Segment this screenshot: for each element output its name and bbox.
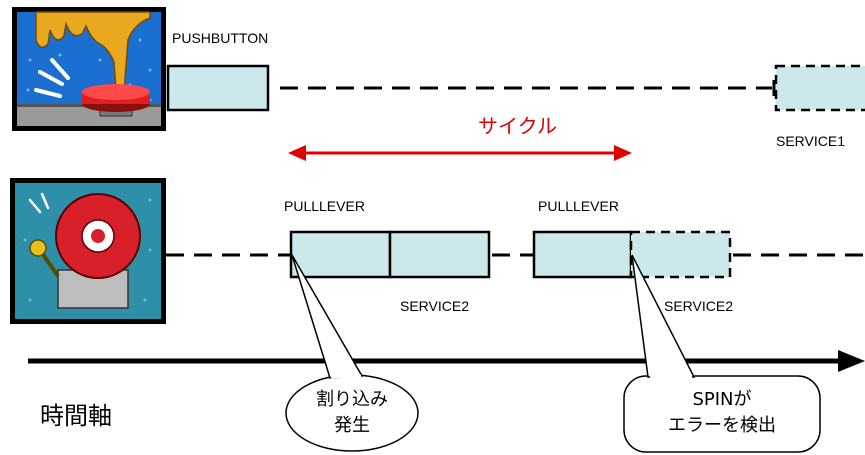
pulllever-label-1: PULLLEVER: [284, 198, 365, 214]
pulllever-label-2: PULLLEVER: [538, 198, 619, 214]
alarm-bell-icon: [10, 178, 166, 324]
service2-label-2: SERVICE2: [664, 298, 733, 314]
callout-spin-error: [623, 254, 821, 453]
service1-block: [774, 64, 865, 112]
pushbutton-timeline: [166, 64, 865, 112]
callout-interrupt-line-2: 発生: [334, 415, 370, 436]
cycle-arrow: [288, 145, 632, 161]
cycle-label: サイクル: [478, 116, 557, 138]
callout-spin-error-line-1: SPINが: [692, 389, 752, 410]
pulllever-block-2: [532, 230, 633, 279]
hand-pressing-button-icon: [12, 7, 166, 131]
pulllever-block-1: [289, 230, 392, 279]
pulllever-timeline: [166, 230, 865, 279]
callout-interrupt-text: 割り込み 発生: [292, 387, 412, 439]
callout-interrupt: [285, 254, 419, 452]
pushbutton-block: [166, 64, 270, 112]
callout-spin-error-line-2: エラーを検出: [668, 415, 776, 436]
callout-interrupt-line-1: 割り込み: [316, 389, 388, 410]
service1-label: SERVICE1: [776, 133, 845, 149]
time-axis-label: 時間軸: [40, 402, 112, 430]
service2-block-1: [388, 230, 491, 279]
service2-block-2: [629, 230, 732, 279]
service2-label-1: SERVICE2: [400, 298, 469, 314]
pushbutton-label: PUSHBUTTON: [172, 30, 269, 46]
callout-spin-error-text: SPINが エラーを検出: [624, 387, 820, 439]
time-axis-arrow: [28, 350, 865, 372]
